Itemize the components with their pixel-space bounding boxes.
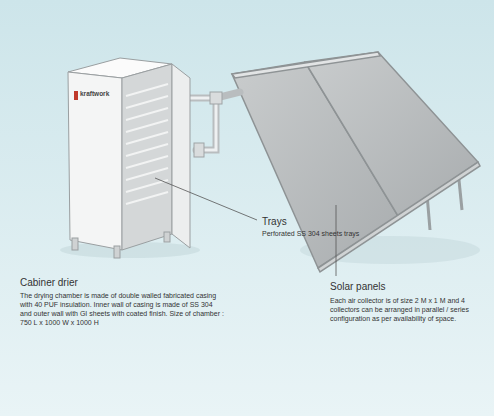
duct-fitting — [194, 143, 204, 157]
callout-note: Each air collector is of size 2 M x 1 M … — [330, 296, 480, 323]
callout-heading: Trays — [262, 215, 342, 228]
brand-logo: kraftwork — [80, 90, 120, 98]
leader-line — [336, 205, 337, 276]
duct-fitting — [210, 92, 222, 104]
callout-heading: Cabiner drier — [20, 276, 140, 289]
callout-note: Perforated SS 304 sheets trays — [262, 229, 432, 238]
leader-line — [155, 178, 257, 220]
callout-note: The drying chamber is made of double wal… — [20, 291, 225, 327]
cabinet-drier — [68, 58, 190, 258]
callout-heading: Solar panels — [330, 280, 450, 293]
logo-mark — [74, 91, 78, 100]
solar-panels — [232, 52, 480, 272]
trays — [126, 84, 168, 204]
